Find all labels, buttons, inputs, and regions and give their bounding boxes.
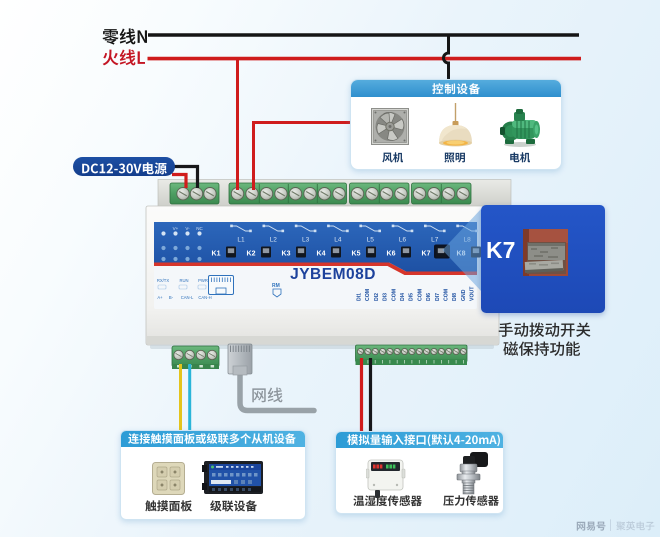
svg-text:JYBEM08D: JYBEM08D	[290, 266, 376, 283]
svg-text:K3: K3	[282, 251, 291, 258]
svg-text:DI4: DI4	[400, 293, 406, 301]
svg-text:L7: L7	[431, 237, 439, 244]
svg-text:K4: K4	[317, 251, 326, 258]
svg-text:DI6: DI6	[426, 293, 432, 301]
svg-text:PWR: PWR	[198, 278, 208, 283]
svg-text:DI8: DI8	[452, 293, 458, 301]
svg-text:RUN: RUN	[179, 278, 188, 283]
svg-text:L6: L6	[399, 237, 407, 244]
svg-text:K1: K1	[212, 251, 221, 258]
svg-text:COM: COM	[444, 289, 450, 301]
svg-text:DI7: DI7	[435, 293, 441, 301]
svg-text:L4: L4	[334, 237, 342, 244]
svg-text:COM: COM	[365, 289, 371, 301]
svg-text:V-: V-	[185, 226, 190, 231]
svg-text:DI3: DI3	[383, 293, 389, 301]
svg-text:VOUT: VOUT	[470, 286, 476, 301]
svg-text:DI5: DI5	[409, 293, 415, 301]
svg-text:L3: L3	[302, 237, 310, 244]
svg-text:L2: L2	[270, 237, 278, 244]
svg-text:GND: GND	[461, 289, 467, 301]
svg-text:K2: K2	[247, 251, 256, 258]
svg-text:DI2: DI2	[374, 293, 380, 301]
svg-text:K6: K6	[387, 251, 396, 258]
svg-text:K7: K7	[422, 251, 431, 258]
svg-text:K5: K5	[352, 251, 361, 258]
svg-text:COM: COM	[417, 289, 423, 301]
svg-text:DI1: DI1	[357, 293, 363, 301]
svg-text:CAN-L: CAN-L	[181, 295, 194, 300]
svg-text:RM: RM	[272, 283, 280, 289]
svg-text:B-: B-	[169, 295, 174, 300]
svg-text:L5: L5	[367, 237, 375, 244]
svg-text:A+: A+	[157, 295, 163, 300]
svg-text:COM: COM	[391, 289, 397, 301]
svg-text:CAN-H: CAN-H	[198, 295, 211, 300]
svg-text:V+: V+	[173, 226, 179, 231]
svg-text:RX/TX: RX/TX	[157, 278, 170, 283]
svg-text:L1: L1	[237, 237, 245, 244]
svg-text:NC: NC	[196, 226, 203, 231]
